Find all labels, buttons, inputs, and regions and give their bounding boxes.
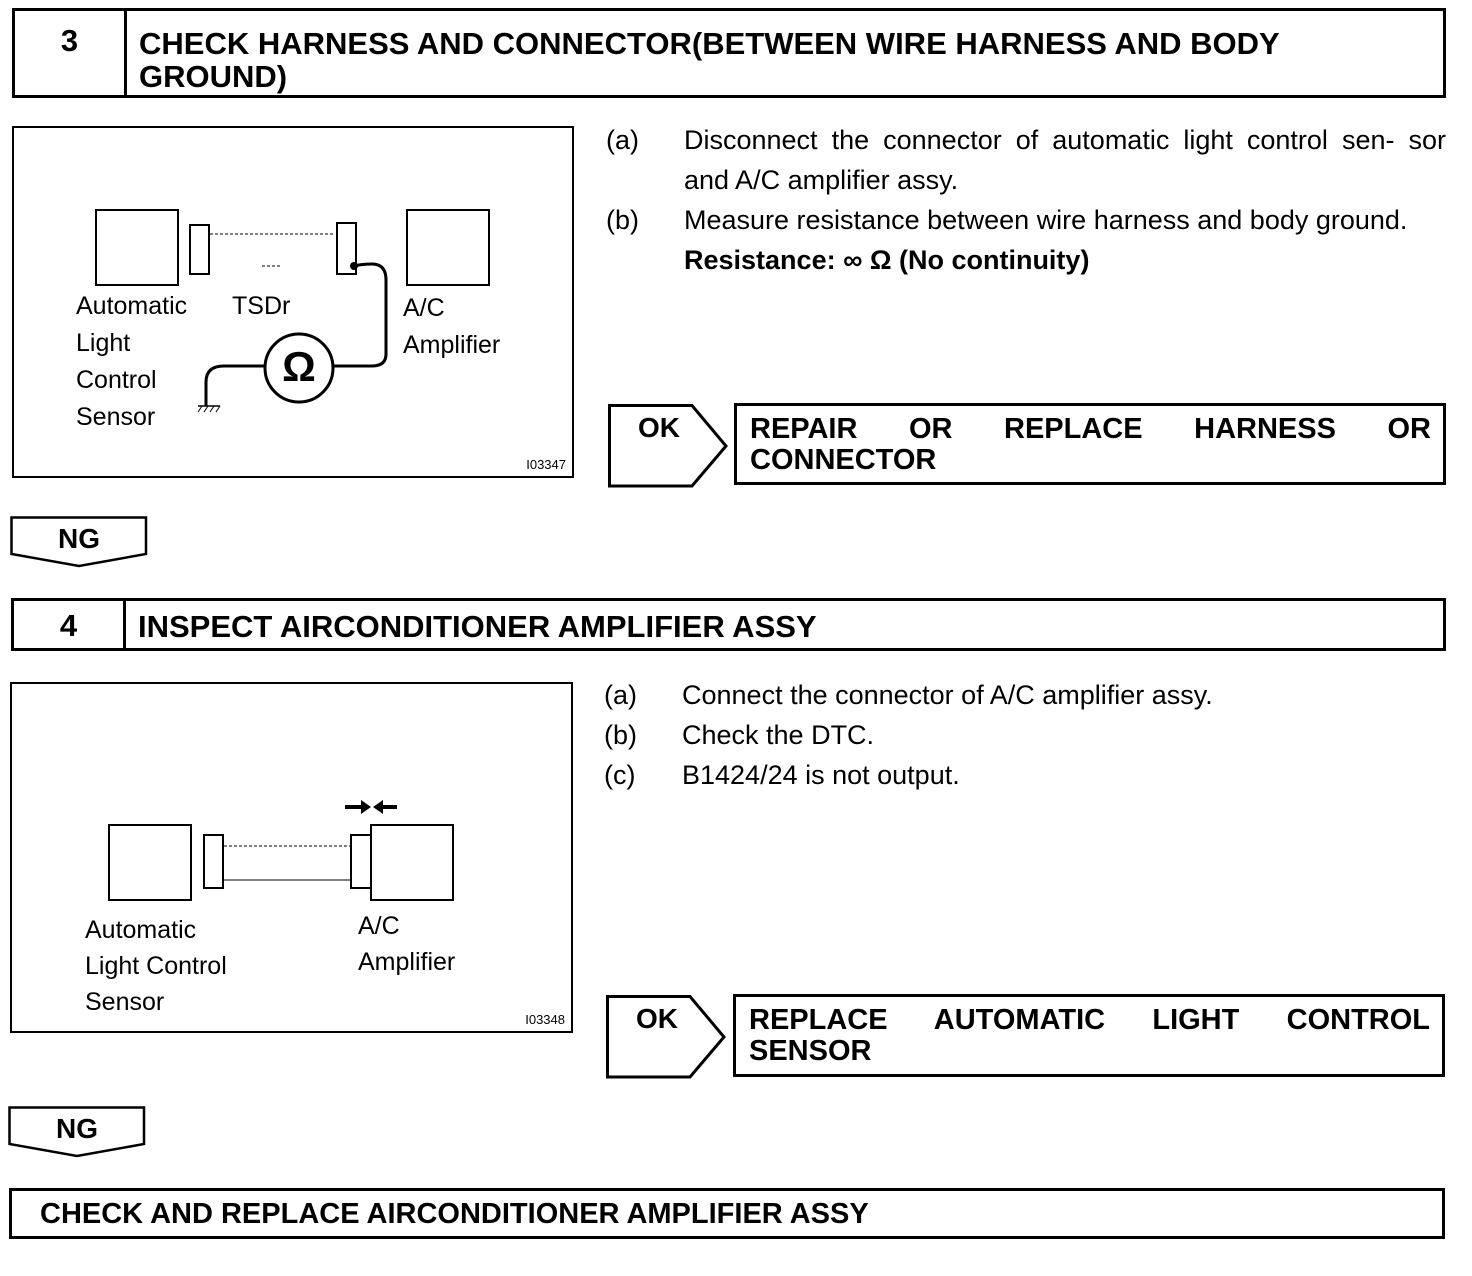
step4-instruction-a: (a) Connect the connector of A/C amplifi… [604,680,1213,710]
step3-spec: Resistance: ∞ Ω (No continuity) [684,245,1090,275]
step3-tsdr-label: TSDr [232,292,291,320]
sensor-connector [189,224,210,275]
step3-amp-label: A/C Amplifier [403,294,501,359]
step4-instructions: (a) Connect the connector of A/C amplifi… [604,675,1444,795]
step3-wiring-diagram [95,209,490,413]
step3-instruction-b: (b) Measure resistance between wire harn… [606,205,1408,235]
step4-ok-label: OK [636,1003,678,1034]
step3-ok-result: REPAIR OR REPLACE HARNESS OR CONNECTOR [734,403,1446,485]
step4-ok-tag: OK [606,995,728,1079]
step4-connection-diagram [108,800,454,901]
step4-instruction-c: (c) B1424/24 is not output. [604,760,960,790]
step4-number: 4 [14,601,126,648]
step3-number: 3 [15,11,127,95]
step4-sensor-label: Automatic Light Control Sensor [85,916,227,1016]
step4-amp-label: A/C Amplifier [358,912,456,976]
step3-header: 3 CHECK HARNESS AND CONNECTOR(BETWEEN WI… [12,8,1446,98]
step3-instruction-a: (a) Disconnect the connector of automati… [606,125,1446,195]
step4-header: 4 INSPECT AIRCONDITIONER AMPLIFIER ASSY [11,598,1446,651]
step4-instruction-b: (b) Check the DTC. [604,720,875,750]
step3-figure: Ω Automatic Light Control Sensor TSDr A/… [12,126,574,478]
step4-ng-tag: NG [8,1106,146,1158]
step4-ng-label: NG [56,1113,98,1144]
ohm-icon: Ω [282,343,316,390]
final-action-box: CHECK AND REPLACE AIRCONDITIONER AMPLIFI… [9,1188,1445,1239]
amp-connector [350,834,372,889]
amplifier-body [406,209,490,286]
step4-title: INSPECT AIRCONDITIONER AMPLIFIER ASSY [138,609,817,644]
sensor-body [95,209,179,286]
sensor-body [108,824,192,901]
step4-figure: Automatic Light Control Sensor A/C Ampli… [10,682,573,1033]
step4-figure-code: I03348 [525,1012,565,1027]
step3-ok-label: OK [638,412,680,443]
amplifier-body [370,824,454,901]
step3-sensor-label: Automatic Light Control Sensor [76,292,188,431]
step3-ng-tag: NG [10,516,148,568]
final-action-title: CHECK AND REPLACE AIRCONDITIONER AMPLIFI… [40,1198,869,1230]
step3-instructions: (a) Disconnect the connector of automati… [606,120,1446,280]
sensor-connector [203,834,224,889]
step3-ng-label: NG [58,523,100,554]
connect-arrows-icon [345,800,397,814]
step3-ok-tag: OK [608,404,730,488]
step3-title: CHECK HARNESS AND CONNECTOR(BETWEEN WIRE… [139,26,1280,94]
step3-figure-code: I03347 [526,457,566,472]
ohmmeter [263,332,335,404]
step4-ok-result: REPLACE AUTOMATIC LIGHT CONTROL SENSOR [733,994,1445,1077]
amp-connector [336,222,357,275]
